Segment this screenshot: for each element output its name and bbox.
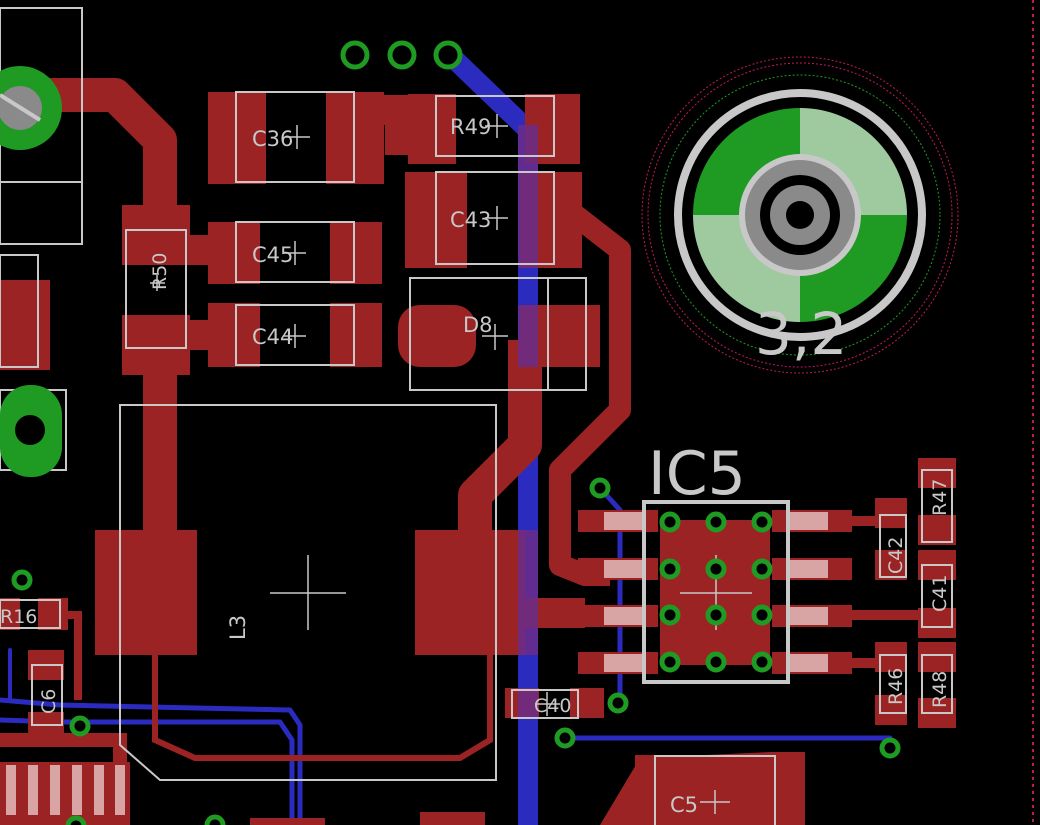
mounting-hole (641, 56, 959, 374)
label-ic5[interactable]: IC5 (648, 439, 746, 509)
label-d8[interactable]: D8 (463, 313, 493, 337)
label-l3[interactable]: L3 (226, 615, 250, 640)
label-r50[interactable]: R50 (149, 253, 171, 290)
thru-hole-pads (0, 66, 62, 477)
label-c6[interactable]: C6 (38, 689, 60, 714)
label-c41[interactable]: C41 (929, 575, 951, 612)
label-c5[interactable]: C5 (670, 793, 698, 817)
label-r16[interactable]: R16 (0, 606, 37, 628)
label-r46[interactable]: R46 (885, 668, 907, 705)
label-c36[interactable]: C36 (252, 127, 293, 151)
label-c44[interactable]: C44 (252, 325, 293, 349)
label-r47[interactable]: R47 (929, 479, 951, 516)
label-r48[interactable]: R48 (929, 671, 951, 708)
layer-overlap (518, 125, 538, 718)
label-c43[interactable]: C43 (450, 208, 491, 232)
label-c45[interactable]: C45 (252, 243, 293, 267)
ic5-pad-highlights (6, 512, 828, 815)
silkscreen-layer (0, 7, 953, 825)
label-c42[interactable]: C42 (885, 537, 907, 574)
label-mounting-hole[interactable]: 3,2 (755, 300, 847, 368)
label-r49[interactable]: R49 (450, 115, 491, 139)
component-labels: C36 R49 C43 C45 C44 D8 R50 L3 IC5 R47 C4… (0, 115, 951, 817)
label-c40[interactable]: C40 (534, 695, 571, 717)
vias (11, 40, 901, 825)
